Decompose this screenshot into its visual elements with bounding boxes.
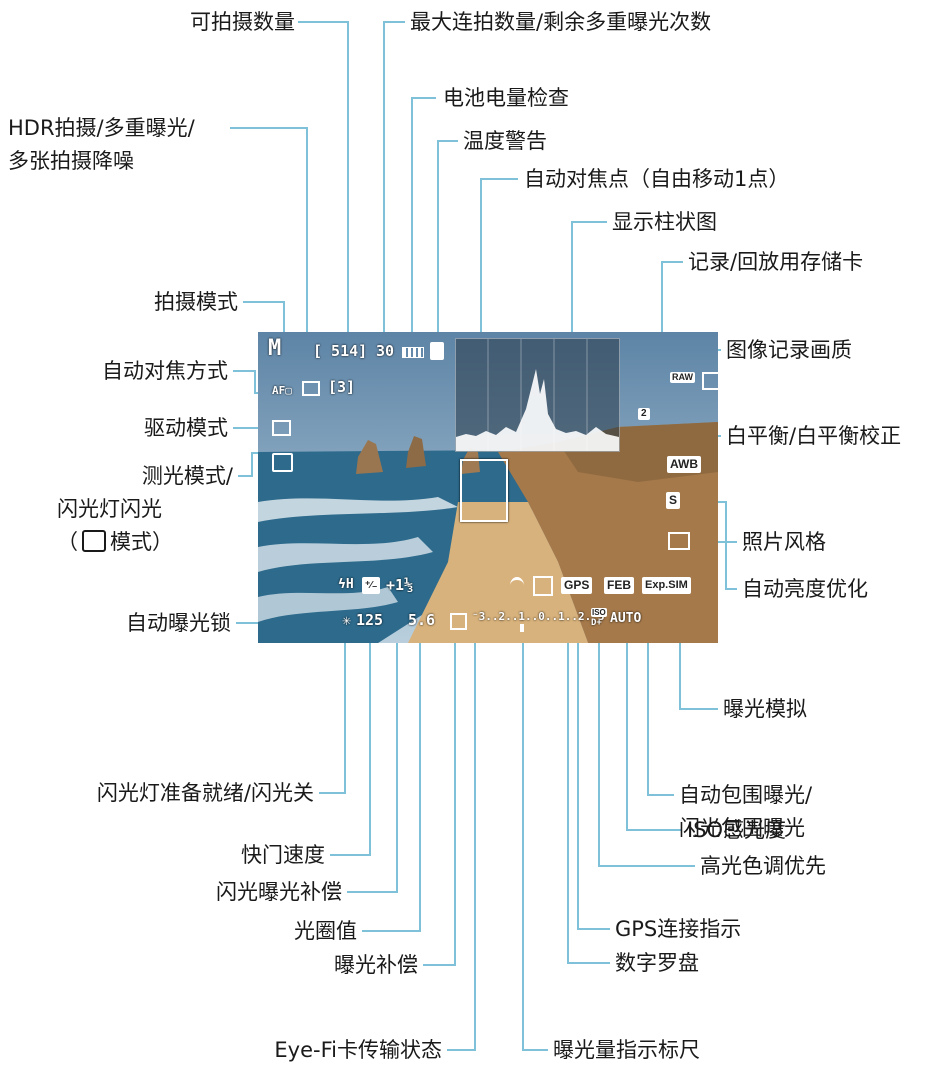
label-gps: GPS连接指示 <box>615 917 742 941</box>
leader-iso <box>626 632 682 831</box>
iso-value: AUTO <box>610 611 642 626</box>
label-flash-ready: 闪光灯准备就绪/闪光关 <box>96 781 314 805</box>
awb-badge: AWB <box>667 456 701 473</box>
label-af-method: 自动对焦方式 <box>102 359 228 383</box>
leader-hdr <box>230 127 308 384</box>
label-shutter: 快门速度 <box>241 843 325 867</box>
camera-lcd-screen: M [ 514] 30 AF▢ [3] RAW RAW 2 AWB S ϟH ⁺… <box>258 332 718 643</box>
label-battery: 电池电量检查 <box>443 86 569 110</box>
label-highlight-tone: 高光色调优先 <box>700 854 826 878</box>
alo-icon <box>668 532 690 550</box>
histogram-graph <box>456 339 619 451</box>
multi-shot-icon <box>302 381 320 396</box>
label-ae-lock: 自动曝光锁 <box>126 611 231 635</box>
label-af-point: 自动对焦点（自由移动1点） <box>524 167 790 191</box>
label-metering-1: 测光模式/ <box>141 464 233 488</box>
label-metering-2: 闪光灯闪光 <box>57 497 162 521</box>
card-icon <box>702 372 718 390</box>
leader-highlight <box>598 632 695 867</box>
shots-available: [ 514] <box>313 342 368 360</box>
leader-compass <box>567 601 610 964</box>
leader-hist <box>571 221 607 355</box>
label-max-burst: 最大连拍数量/剩余多重曝光次数 <box>410 10 712 34</box>
shutter-speed: 125 <box>356 611 384 629</box>
label-image-quality: 图像记录画质 <box>726 338 852 362</box>
flash-ready: ϟH <box>338 577 354 592</box>
multi-shot-count: [3] <box>328 378 356 396</box>
leader-card <box>661 261 683 365</box>
leader-flashcomp <box>347 594 398 893</box>
picture-style-badge: S <box>666 492 681 509</box>
leader-eyefi <box>447 592 520 1051</box>
label-metering-3-close: 模式） <box>110 530 173 554</box>
histogram-panel <box>455 338 620 452</box>
ae-lock: ✳ <box>342 611 352 629</box>
flash-auto-icon <box>82 530 106 552</box>
label-shots-available: 可拍摄数量 <box>190 10 295 34</box>
leader-scale <box>522 632 548 1051</box>
feb-badge: FEB <box>604 577 634 594</box>
label-exp-sim: 曝光模拟 <box>723 697 807 721</box>
label-iso: ISO感光度 <box>687 818 787 842</box>
label-exposure-scale: 曝光量指示标尺 <box>553 1038 700 1062</box>
label-metering-3-open: （ <box>57 530 78 554</box>
label-drive-mode: 驱动模式 <box>144 416 228 440</box>
label-histogram: 显示柱状图 <box>612 210 717 234</box>
leader-flashready <box>319 586 346 794</box>
label-exposure-comp: 曝光补偿 <box>334 953 418 977</box>
af-method: AF▢ <box>272 384 292 397</box>
leader-mode <box>243 301 285 345</box>
leader-maxburst <box>383 21 405 344</box>
label-white-balance: 白平衡/白平衡校正 <box>726 424 902 448</box>
label-temperature: 温度警告 <box>463 129 547 153</box>
landscape-photo <box>258 332 718 643</box>
label-flash-comp: 闪光曝光补偿 <box>216 880 342 904</box>
metering-icon <box>272 453 293 472</box>
expsim-badge: Exp.SIM <box>642 577 691 594</box>
label-alo: 自动亮度优化 <box>742 577 868 601</box>
label-bracketing-2: 闪光包围曝光 <box>679 816 805 840</box>
label-hdr-line1: HDR拍摄/多重曝光/ <box>8 116 195 140</box>
iso-badge: ISO <box>591 608 607 617</box>
leader-expsim <box>679 624 718 710</box>
shooting-mode: M <box>268 336 282 361</box>
leader-bracket <box>647 624 674 796</box>
label-aperture: 光圈值 <box>294 919 357 943</box>
label-metering-3: （ 模式） <box>57 527 173 557</box>
leader-battery <box>411 97 436 344</box>
leader-temp <box>437 140 458 344</box>
battery-icon <box>402 347 424 358</box>
leader-shutter <box>330 632 371 856</box>
label-hdr-line2: 多张拍摄降噪 <box>8 149 134 173</box>
leader-expcomp <box>423 632 456 966</box>
leader-gps <box>577 601 610 930</box>
image-quality-raw: RAW <box>670 372 695 383</box>
highlight-tone-dplus: D+ <box>591 618 602 628</box>
label-compass: 数字罗盘 <box>615 951 699 975</box>
compass-icon <box>533 576 553 596</box>
af-point-frame <box>460 459 508 522</box>
flash-comp-badge: ⁺⁄₋ <box>362 577 381 594</box>
eyefi-wifi-icon <box>510 577 524 594</box>
card-number: 2 <box>638 408 650 420</box>
drive-single-icon <box>272 420 291 436</box>
exposure-comp-icon <box>450 613 467 630</box>
max-burst: 30 <box>376 342 395 360</box>
thermometer-icon <box>430 342 444 360</box>
flash-comp-value: +1⅓ <box>386 576 414 594</box>
label-card: 记录/回放用存储卡 <box>688 250 864 274</box>
gps-badge: GPS <box>561 577 593 594</box>
aperture-value: 5.6 <box>408 611 436 629</box>
leader-shots <box>298 21 349 344</box>
label-picture-style: 照片风格 <box>742 530 826 554</box>
exposure-scale: ⁻3..2..1..0..1..2.⁺3 <box>472 610 605 623</box>
exposure-scale-marker <box>520 624 524 632</box>
label-bracketing-1: 自动包围曝光/ <box>679 783 813 807</box>
label-eyefi: Eye-Fi卡传输状态 <box>274 1038 442 1062</box>
label-shooting-mode: 拍摄模式 <box>154 290 238 314</box>
leader-aperture <box>362 632 421 932</box>
